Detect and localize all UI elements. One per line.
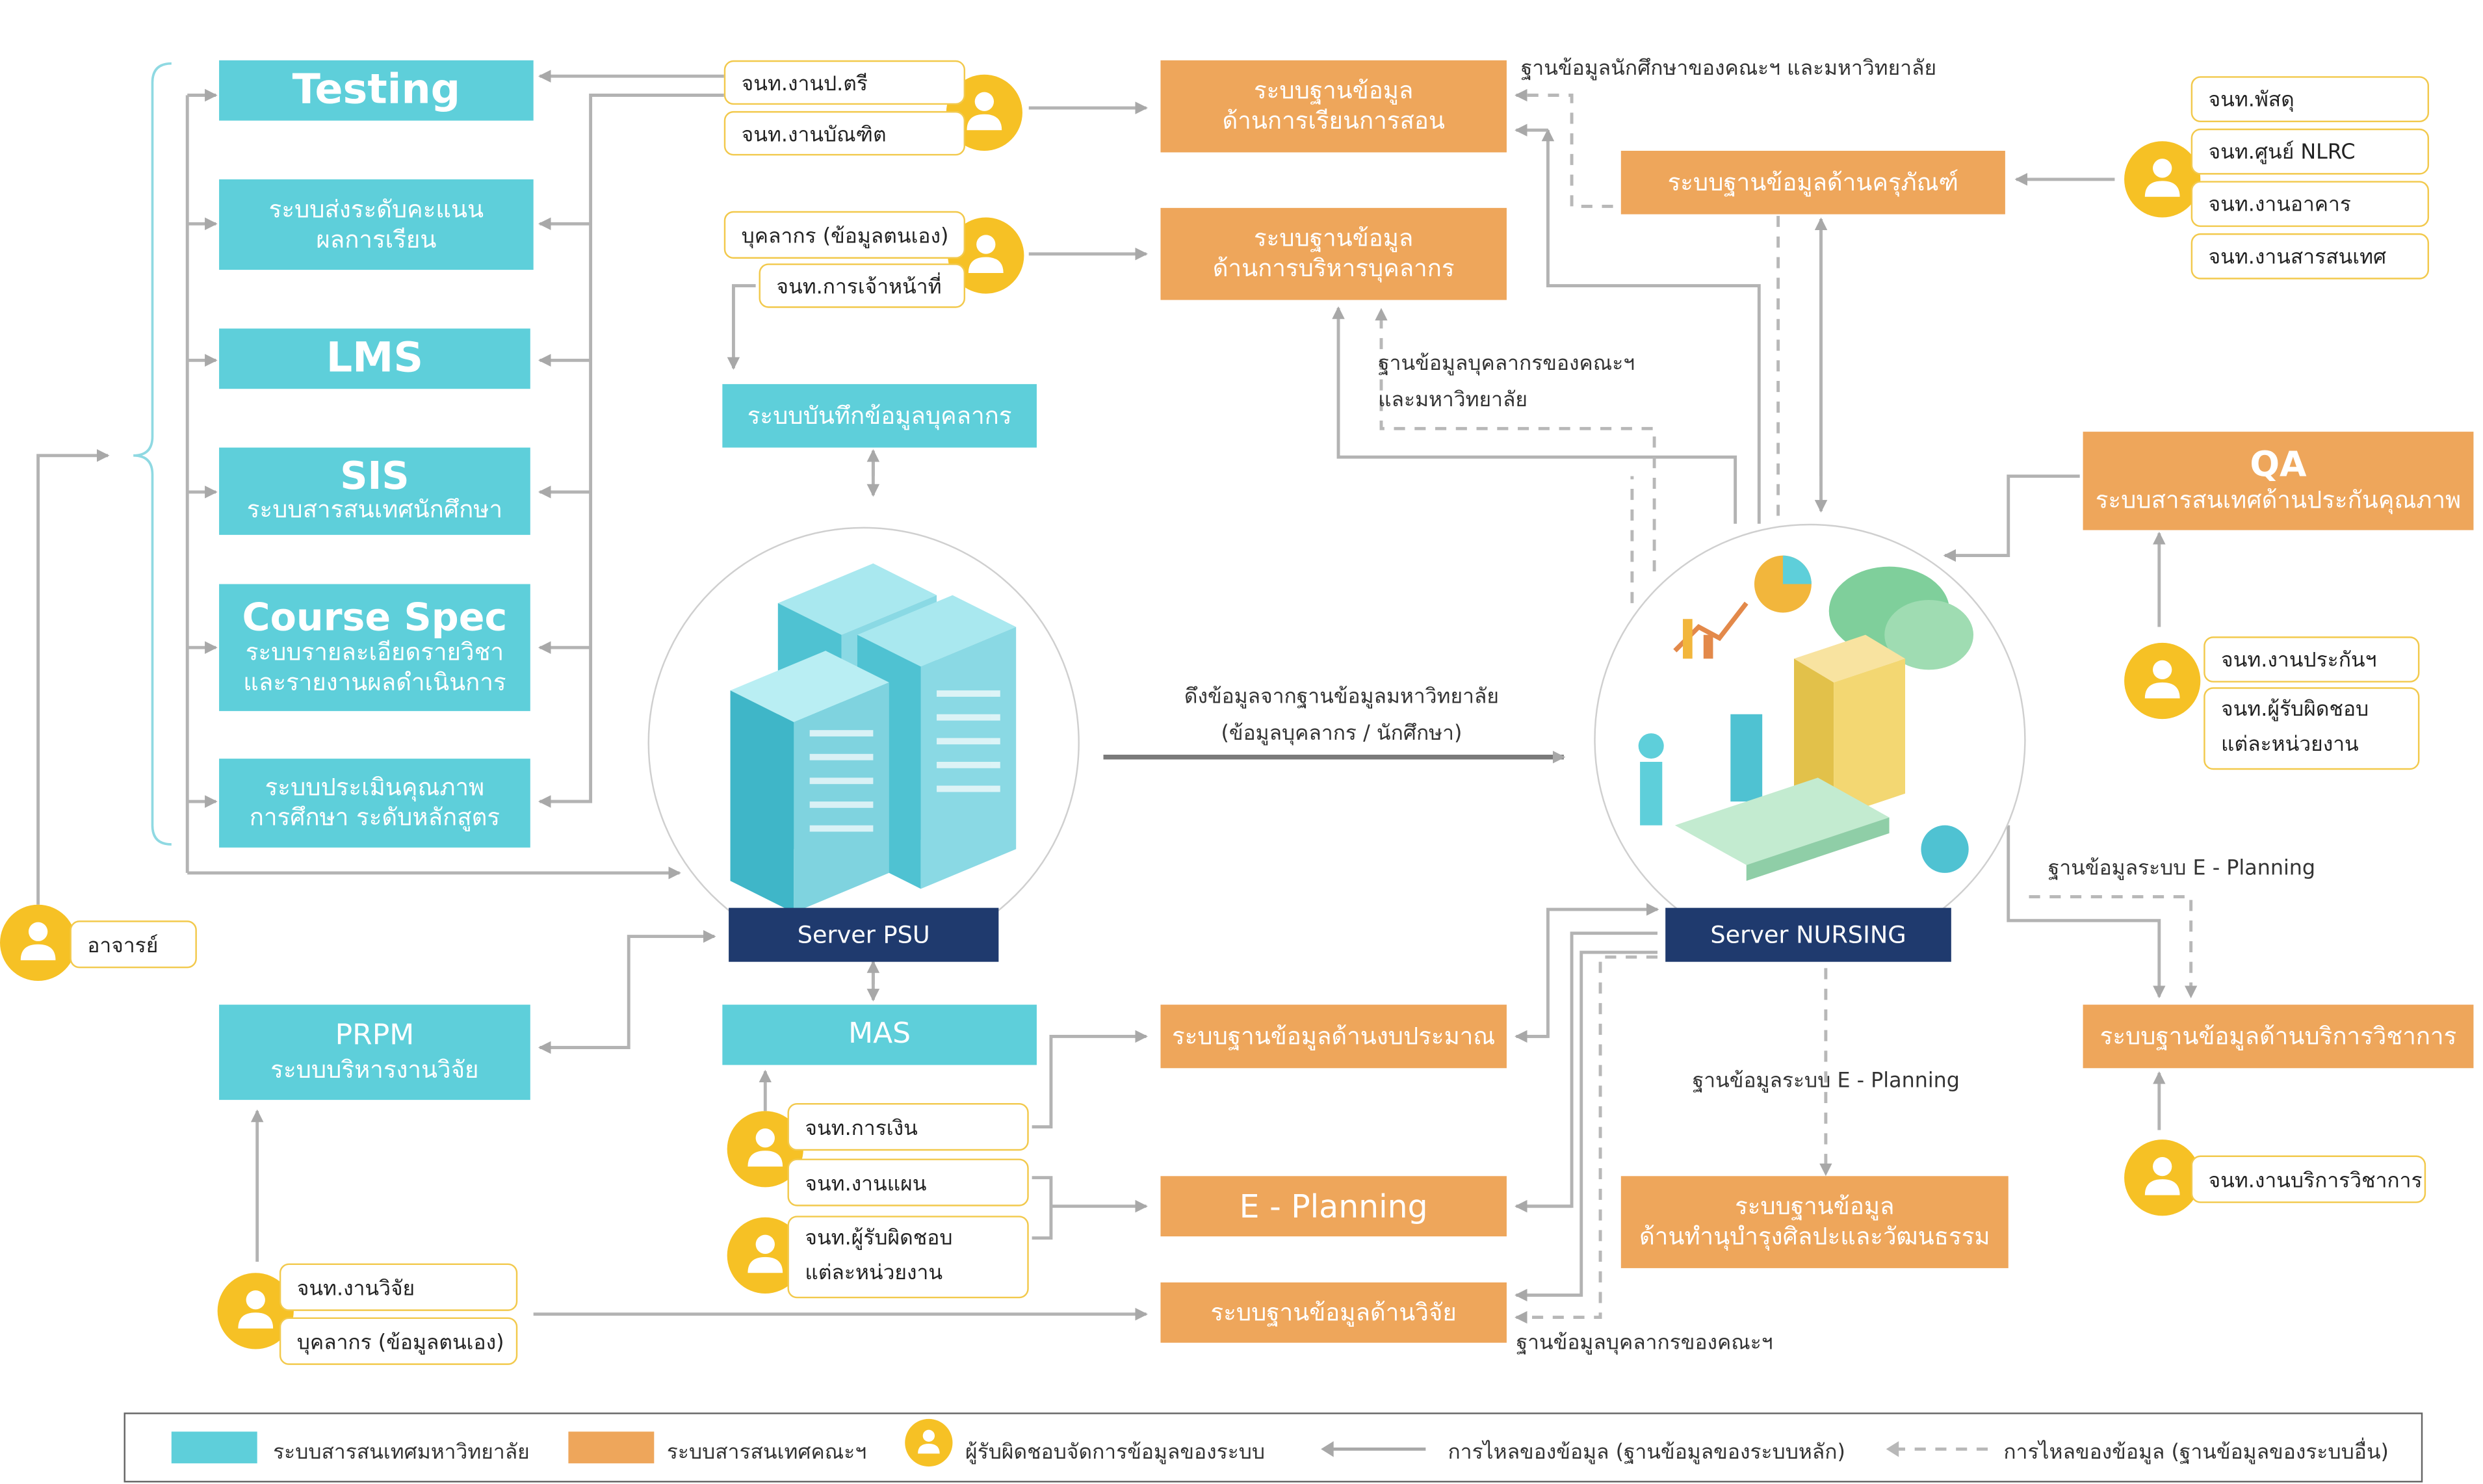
prpm-subtitle: ระบบบริหารงานวิจัย: [270, 1055, 479, 1084]
prpm-box: PRPM ระบบบริหารงานวิจัย: [219, 1004, 530, 1100]
legend-university-swatch: [171, 1431, 257, 1464]
personnel-db-note: ฐานข้อมูลบุคลากรของคณะฯ และมหาวิทยาลัย: [1378, 346, 1635, 420]
person-icon: [0, 904, 77, 981]
research-db-box: ระบบฐานข้อมูลด้านวิจัย: [1160, 1282, 1507, 1343]
course-spec-line-2: และรายงานผลดำเนินการ: [243, 668, 506, 697]
qa-resp-line-2: แต่ละหน่วยงาน: [2221, 733, 2359, 757]
pull-data-line-2: (ข้อมูลบุคลากร / นักศึกษา): [1221, 722, 1462, 747]
hr-officer-label: จนท.การเจ้าหน้าที่: [759, 263, 966, 308]
personnel-db-note-line-1: ฐานข้อมูลบุคลากรของคณะฯ: [1378, 352, 1635, 376]
server-nursing-label: Server NURSING: [1665, 907, 1951, 962]
personnel-self2-label: บุคลากร (ข้อมูลตนเอง): [279, 1317, 518, 1365]
qa-resp-label: จนท.ผู้รับผิดชอบ แต่ละหน่วยงาน: [2204, 687, 2420, 770]
research-staff-label: จนท.งานวิจัย: [279, 1263, 518, 1311]
qa-staff-label: จนท.งานประกันฯ: [2204, 636, 2420, 683]
qa-title: QA: [2250, 445, 2307, 486]
lms-title: LMS: [326, 334, 424, 382]
mas-title: MAS: [848, 1017, 911, 1050]
legend-main-flow-text: การไหลของข้อมูล (ฐานข้อมูลของระบบหลัก): [1448, 1441, 1845, 1465]
finance-staff-label: จนท.การเงิน: [787, 1102, 1029, 1151]
qa-box: QA ระบบสารสนเทศด้านประกันคุณภาพ: [2083, 432, 2474, 530]
plan-staff-label: จนท.งานแผน: [787, 1158, 1029, 1206]
budget-db-title: ระบบฐานข้อมูลด้านงบประมาณ: [1172, 1021, 1496, 1050]
legend-responsible-text: ผู้รับผิดชอบจัดการข้อมูลของระบบ: [965, 1441, 1266, 1465]
faculty-personnel-note: ฐานข้อมูลบุคลากรของคณะฯ: [1516, 1331, 1773, 1356]
legend-solid-arrow-icon: [1321, 1441, 1426, 1457]
prpm-title: PRPM: [335, 1019, 415, 1053]
legend-dashed-arrow-icon: [1886, 1441, 1988, 1457]
grade-line-1: ระบบส่งระดับคะแนน: [268, 194, 484, 224]
eplanning-box: E - Planning: [1160, 1176, 1507, 1237]
arts-culture-db-box: ระบบฐานข้อมูล ด้านทำนุบำรุงศิลปะและวัฒนธ…: [1620, 1176, 2008, 1268]
testing-box: Testing: [219, 60, 534, 121]
equipment-db-title: ระบบฐานข้อมูลด้านครุภัณฑ์: [1667, 167, 1959, 196]
teacher-label: อาจารย์: [70, 920, 197, 969]
unit-resp-line-2: แต่ละหน่วยงาน: [805, 1262, 943, 1286]
sis-subtitle: ระบบสารสนเทศนักศึกษา: [246, 495, 503, 525]
grade-line-2: ผลการเรียน: [316, 224, 437, 254]
student-db-note: ฐานข้อมูลนักศึกษาของคณะฯ และมหาวิทยาลัย: [1520, 57, 1937, 81]
arts-culture-line-2: ด้านทำนุบำรุงศิลปะและวัฒนธรรม: [1639, 1222, 1990, 1251]
nlrc-label: จนท.ศูนย์ NLRC: [2190, 128, 2430, 175]
unit-resp-line-1: จนท.ผู้รับผิดชอบ: [805, 1227, 953, 1251]
eplanning-right-note: ฐานข้อมูลระบบ E - Planning: [2048, 857, 2316, 881]
hr-db-line-1: ระบบฐานข้อมูล: [1254, 224, 1414, 253]
personnel-self-label: บุคลากร (ข้อมูลตนเอง): [723, 211, 966, 259]
quality-eval-line-2: การศึกษา ระดับหลักสูตร: [249, 803, 500, 832]
person-icon: [2124, 1139, 2201, 1216]
teaching-db-box: ระบบฐานข้อมูล ด้านการเรียนการสอน: [1160, 60, 1507, 153]
legend-other-flow-text: การไหลของข้อมูล (ฐานข้อมูลของระบบอื่น): [2003, 1441, 2389, 1465]
teaching-db-line-2: ด้านการเรียนการสอน: [1222, 106, 1445, 135]
info-label: จนท.งานสารสนเทศ: [2190, 233, 2430, 280]
grad-staff-label: จนท.งานบัณฑิต: [723, 111, 966, 156]
nursing-cloud-icon: [1638, 555, 1974, 881]
quality-eval-box: ระบบประเมินคุณภาพ การศึกษา ระดับหลักสูตร: [219, 759, 530, 848]
grade-system-box: ระบบส่งระดับคะแนน ผลการเรียน: [219, 179, 534, 270]
teaching-db-line-1: ระบบฐานข้อมูล: [1254, 76, 1414, 105]
personnel-record-box: ระบบบันทึกข้อมูลบุคลากร: [722, 384, 1037, 448]
course-spec-box: Course Spec ระบบรายละเอียดรายวิชา และราย…: [219, 584, 530, 711]
personnel-record-title: ระบบบันทึกข้อมูลบุคลากร: [747, 400, 1012, 430]
budget-db-box: ระบบฐานข้อมูลด้านงบประมาณ: [1160, 1004, 1507, 1069]
sis-title: SIS: [340, 454, 410, 499]
course-spec-title: Course Spec: [242, 595, 508, 640]
server-nursing-text: Server NURSING: [1710, 920, 1906, 950]
eplanning-title: E - Planning: [1239, 1186, 1428, 1225]
academic-service-db-title: ระบบฐานข้อมูลด้านบริการวิชาการ: [2100, 1021, 2457, 1050]
qa-subtitle: ระบบสารสนเทศด้านประกันคุณภาพ: [2095, 485, 2462, 514]
hr-db-line-2: ด้านการบริหารบุคลากร: [1212, 254, 1455, 283]
service-staff-label: จนท.งานบริการวิชาการ: [2190, 1155, 2426, 1203]
mas-box: MAS: [722, 1004, 1037, 1065]
academic-service-db-box: ระบบฐานข้อมูลด้านบริการวิชาการ: [2083, 1004, 2474, 1069]
research-db-title: ระบบฐานข้อมูลด้านวิจัย: [1210, 1297, 1457, 1327]
lms-box: LMS: [219, 328, 530, 389]
supplies-label: จนท.พัสดุ: [2190, 76, 2430, 123]
building-label: จนท.งานอาคาร: [2190, 181, 2430, 228]
legend-faculty-swatch: [568, 1431, 655, 1464]
pull-data-line-1: ดึงข้อมูลจากฐานข้อมูลมหาวิทยาลัย: [1184, 685, 1499, 710]
course-spec-line-1: ระบบรายละเอียดรายวิชา: [245, 638, 504, 668]
personnel-db-note-line-2: และมหาวิทยาลัย: [1378, 389, 1528, 413]
unit-resp-label: จนท.ผู้รับผิดชอบ แต่ละหน่วยงาน: [787, 1216, 1029, 1299]
equipment-db-box: ระบบฐานข้อมูลด้านครุภัณฑ์: [1620, 150, 2005, 215]
qa-resp-line-1: จนท.ผู้รับผิดชอบ: [2221, 698, 2369, 722]
bachelor-staff-label: จนท.งานป.ตรี: [723, 60, 966, 105]
server-rack-icon: [730, 563, 1017, 913]
arts-culture-line-1: ระบบฐานข้อมูล: [1735, 1192, 1895, 1221]
testing-title: Testing: [292, 66, 461, 114]
hr-db-box: ระบบฐานข้อมูล ด้านการบริหารบุคลากร: [1160, 207, 1507, 300]
sis-box: SIS ระบบสารสนเทศนักศึกษา: [219, 447, 530, 535]
server-psu-label: Server PSU: [729, 907, 999, 962]
legend-person-icon: [905, 1418, 953, 1467]
quality-eval-line-1: ระบบประเมินคุณภาพ: [265, 773, 485, 802]
legend-university-text: ระบบสารสนเทศมหาวิทยาลัย: [273, 1441, 530, 1465]
server-psu-text: Server PSU: [797, 920, 930, 950]
eplanning-mid-note: ฐานข้อมูลระบบ E - Planning: [1692, 1069, 1960, 1094]
pull-data-note: ดึงข้อมูลจากฐานข้อมูลมหาวิทยาลัย (ข้อมูล…: [1112, 679, 1572, 753]
legend: [124, 1412, 2423, 1483]
person-icon: [2124, 141, 2201, 218]
person-icon: [2124, 642, 2201, 720]
legend-faculty-text: ระบบสารสนเทศคณะฯ: [666, 1441, 867, 1465]
